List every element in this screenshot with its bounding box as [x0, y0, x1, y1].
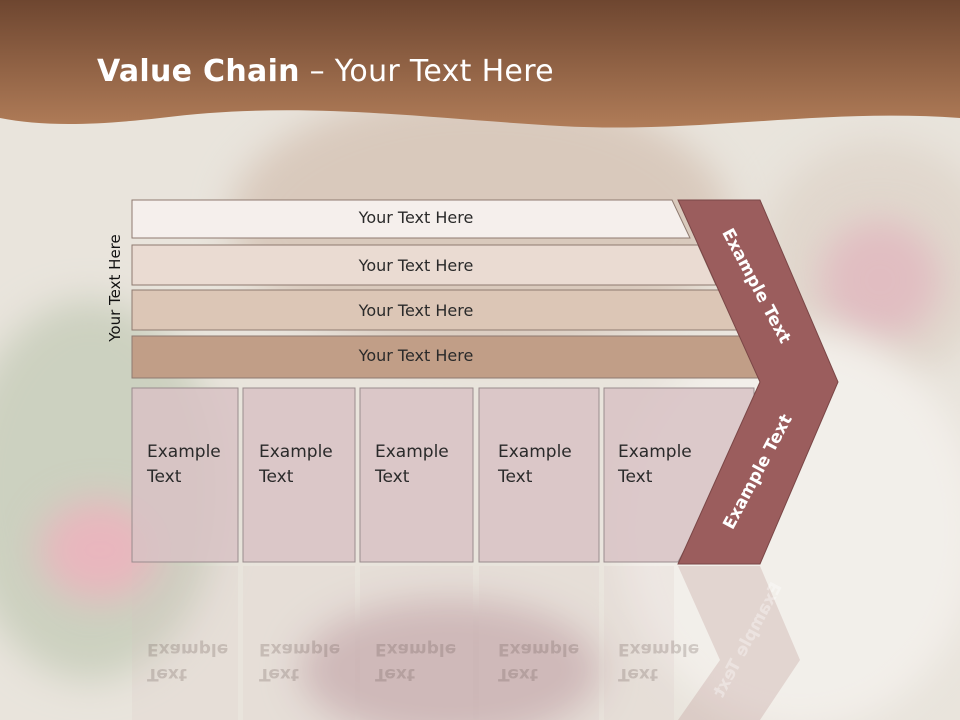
- box-text-line1: Example: [375, 442, 449, 462]
- box-text-line2: Text: [498, 467, 533, 487]
- row-bar-1: [131, 199, 691, 239]
- title-rest: – Your Text Here: [299, 54, 554, 89]
- box-reflection-1: Text Example: [147, 636, 228, 686]
- page-title: Value Chain – Your Text Here: [97, 54, 554, 89]
- box-text-line1: Example: [147, 442, 221, 462]
- example-box-reflection-4: [479, 566, 599, 720]
- example-box-2: [242, 387, 356, 563]
- example-box-reflection-2: [243, 566, 355, 720]
- box-reflection-3: Text Example: [375, 636, 456, 686]
- box-text-line2: Text: [375, 467, 410, 487]
- example-box-reflection-5: [604, 566, 674, 720]
- example-chevron: [677, 199, 839, 565]
- refl-line1: Example: [259, 639, 341, 659]
- refl-line2: Text: [498, 664, 538, 684]
- example-box-1: [131, 387, 239, 563]
- box-reflection-2: Text Example: [259, 636, 340, 686]
- box-reflection-4: Text Example: [498, 636, 579, 686]
- box-text-line2: Text: [618, 467, 653, 487]
- box-text-line1: Example: [618, 442, 692, 462]
- refl-line2: Text: [618, 664, 658, 684]
- example-box-reflection-3: [360, 566, 473, 720]
- header-banner: [0, 0, 960, 128]
- refl-line1: Example: [498, 639, 580, 659]
- row-label-4: Your Text Here: [358, 346, 474, 365]
- example-box-4: [478, 387, 600, 563]
- box-text-line2: Text: [147, 467, 182, 487]
- box-text-line2: Text: [259, 467, 294, 487]
- title-bold: Value Chain: [97, 54, 300, 89]
- refl-line1: Example: [618, 639, 700, 659]
- refl-line1: Example: [375, 639, 457, 659]
- box-text-line1: Example: [259, 442, 333, 462]
- chevron-reflection: [678, 566, 800, 720]
- box-reflection-5: Text Example: [618, 636, 699, 686]
- refl-line2: Text: [147, 664, 187, 684]
- example-box-reflection-1: [132, 566, 238, 720]
- refl-line2: Text: [259, 664, 299, 684]
- row-label-2: Your Text Here: [358, 256, 474, 275]
- refl-line1: Example: [147, 639, 229, 659]
- box-text-line1: Example: [498, 442, 572, 462]
- row-label-3: Your Text Here: [358, 301, 474, 320]
- refl-line2: Text: [375, 664, 415, 684]
- row-label-1: Your Text Here: [358, 208, 474, 227]
- example-box-3: [359, 387, 474, 563]
